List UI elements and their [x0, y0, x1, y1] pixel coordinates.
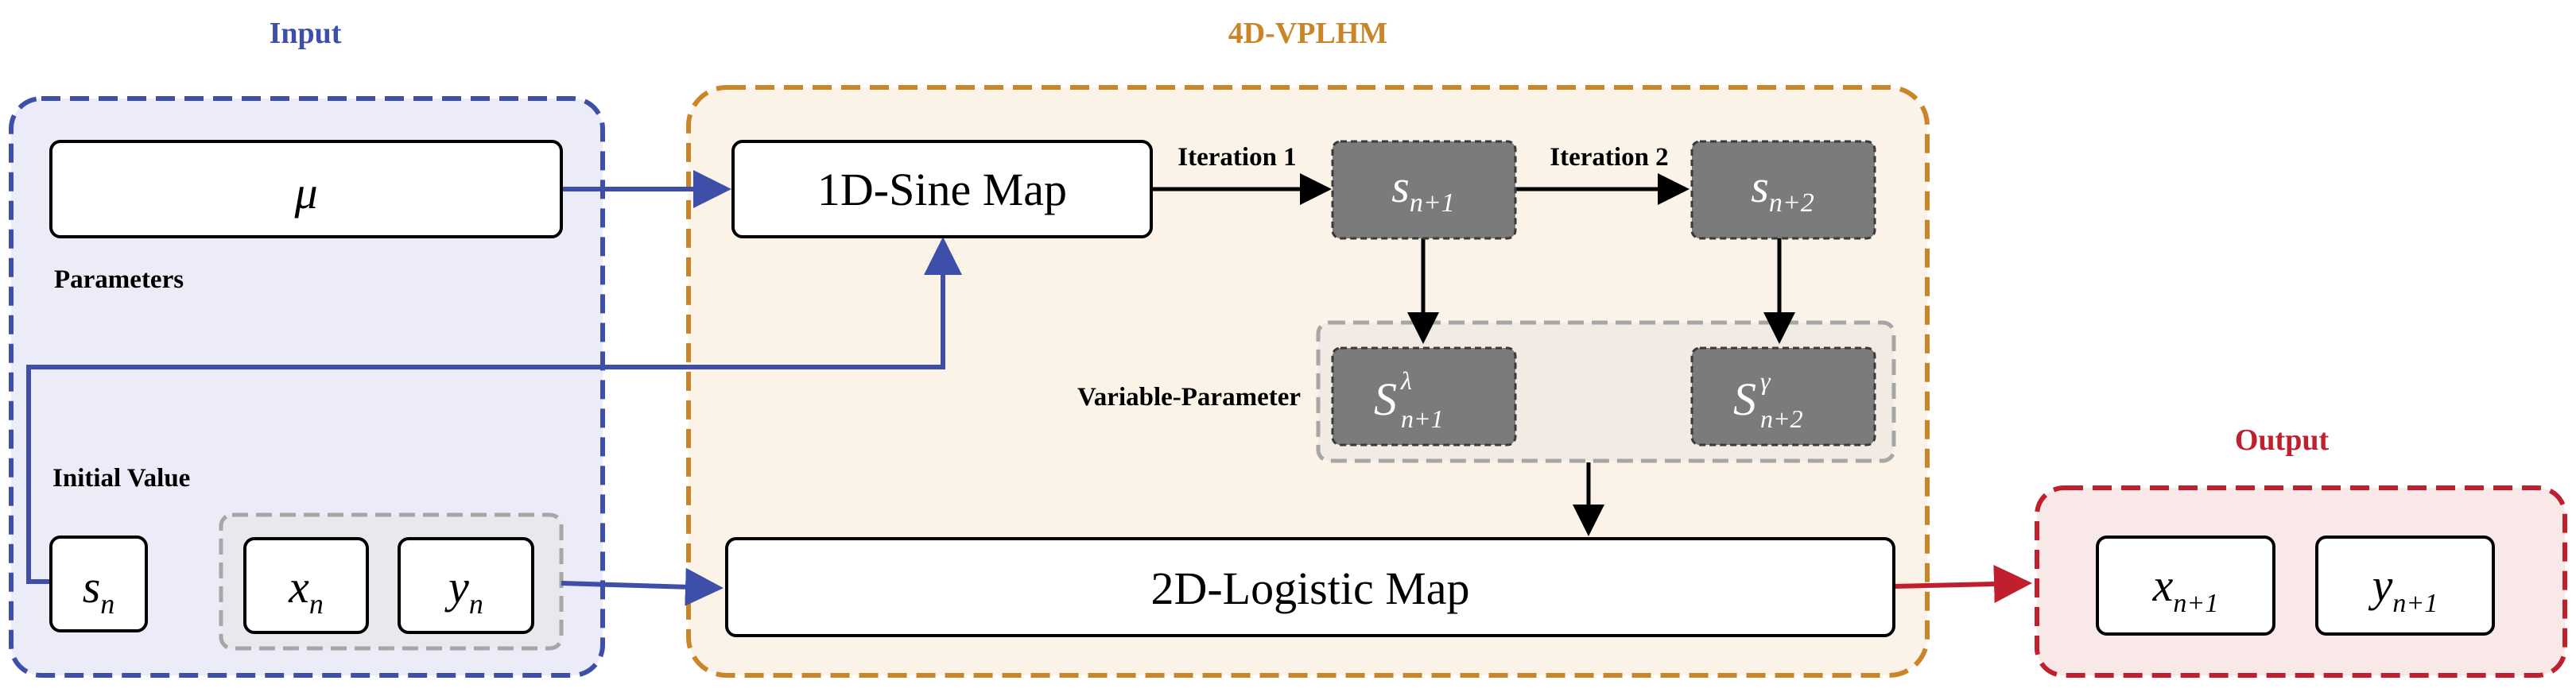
variable-parameter-label: Variable-Parameter	[1077, 383, 1301, 412]
input-section-title: Input	[270, 17, 342, 50]
mu-symbol: μ	[293, 167, 317, 218]
s-gamma-label: S γ n+2	[1733, 348, 1803, 433]
mu-box: μ	[49, 140, 563, 238]
yn-box: yn	[398, 537, 534, 634]
sn-to-sine-arrow	[26, 237, 962, 584]
sine-map-box: 1D-Sine Map	[731, 140, 1153, 238]
sn-label: sn	[83, 561, 115, 620]
logistic-map-label: 2D-Logistic Map	[1150, 563, 1469, 614]
s-gamma-box: S γ n+2	[1690, 346, 1876, 447]
output-section-title: Output	[2235, 423, 2330, 457]
logistic-to-output-arrow	[1893, 565, 2032, 603]
x-n1-label: xn+1	[2152, 559, 2219, 618]
sn-box: sn	[49, 536, 148, 632]
s-n2-label: sn+2	[1751, 160, 1814, 218]
yn-label: yn	[444, 561, 483, 620]
s-n1-box: sn+1	[1331, 140, 1517, 240]
initial-value-label: Initial Value	[52, 464, 190, 493]
s-n2-box: sn+2	[1690, 140, 1876, 240]
sine-map-label: 1D-Sine Map	[817, 164, 1067, 215]
s-lambda-label: S λ n+1	[1374, 348, 1444, 433]
iteration-1-label: Iteration 1	[1177, 143, 1296, 172]
iteration-2-label: Iteration 2	[1550, 143, 1668, 172]
core-section-title: 4D-VPLHM	[1228, 17, 1388, 50]
s-n1-label: sn+1	[1391, 160, 1455, 218]
y-n1-label: yn+1	[2368, 559, 2438, 618]
xn-box: xn	[243, 537, 369, 634]
xy-to-logistic-arrow	[561, 567, 724, 606]
y-n1-box: yn+1	[2315, 536, 2495, 636]
x-n1-box: xn+1	[2096, 536, 2275, 636]
s-lambda-box: S λ n+1	[1331, 346, 1517, 447]
parameters-label: Parameters	[54, 265, 184, 294]
xn-label: xn	[288, 561, 324, 620]
logistic-map-box: 2D-Logistic Map	[725, 537, 1895, 637]
